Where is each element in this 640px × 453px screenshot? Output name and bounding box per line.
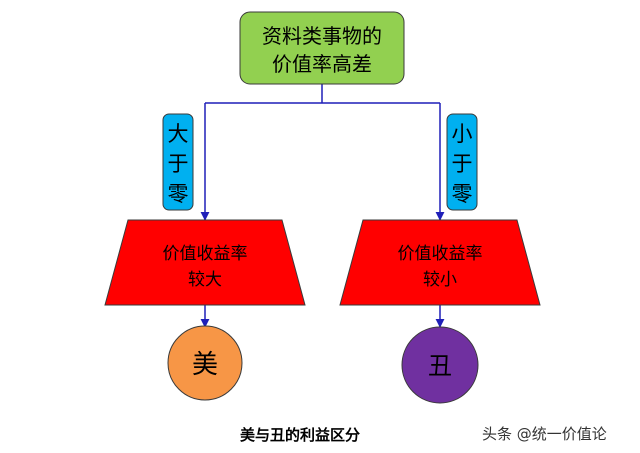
watermark: 头条 @统一价值论: [482, 425, 607, 443]
root-text-line-1: 资料类事物的: [262, 24, 382, 48]
left-condition-box: [162, 113, 194, 211]
root-text-line-2: 价值率高差: [272, 52, 372, 76]
right-condition: 小 于 零: [446, 113, 478, 211]
right-value-box: 价值收益率 较小: [339, 219, 541, 306]
left-condition-char-2: 于: [168, 152, 189, 176]
left-box-line-2: 较大: [188, 270, 222, 290]
left-trapezoid: [104, 219, 306, 306]
left-condition-char-3: 零: [168, 182, 189, 206]
right-result: 丑: [401, 326, 479, 404]
left-box-line-1: 价值收益率: [163, 244, 248, 264]
beauty-circle: [167, 325, 243, 401]
left-condition-char-1: 大: [168, 122, 189, 146]
ugly-circle: [401, 326, 479, 404]
left-value-box: 价值收益率 较大: [104, 219, 306, 306]
root-box: [239, 11, 405, 85]
right-box-line-2: 较小: [423, 270, 457, 290]
right-condition-char-1: 小: [452, 122, 473, 146]
right-box-line-1: 价值收益率: [398, 244, 483, 264]
left-result: 美: [167, 325, 243, 401]
left-condition: 大 于 零: [162, 113, 194, 211]
right-condition-box: [446, 113, 478, 211]
beauty-text: 美: [192, 350, 218, 380]
right-condition-char-2: 于: [452, 152, 473, 176]
right-condition-char-3: 零: [452, 182, 473, 206]
right-trapezoid: [339, 219, 541, 306]
diagram-caption: 美与丑的利益区分: [239, 426, 360, 444]
connector-lines: [200, 84, 445, 328]
root-node: 资料类事物的 价值率高差: [239, 11, 405, 85]
ugly-text: 丑: [428, 352, 452, 380]
